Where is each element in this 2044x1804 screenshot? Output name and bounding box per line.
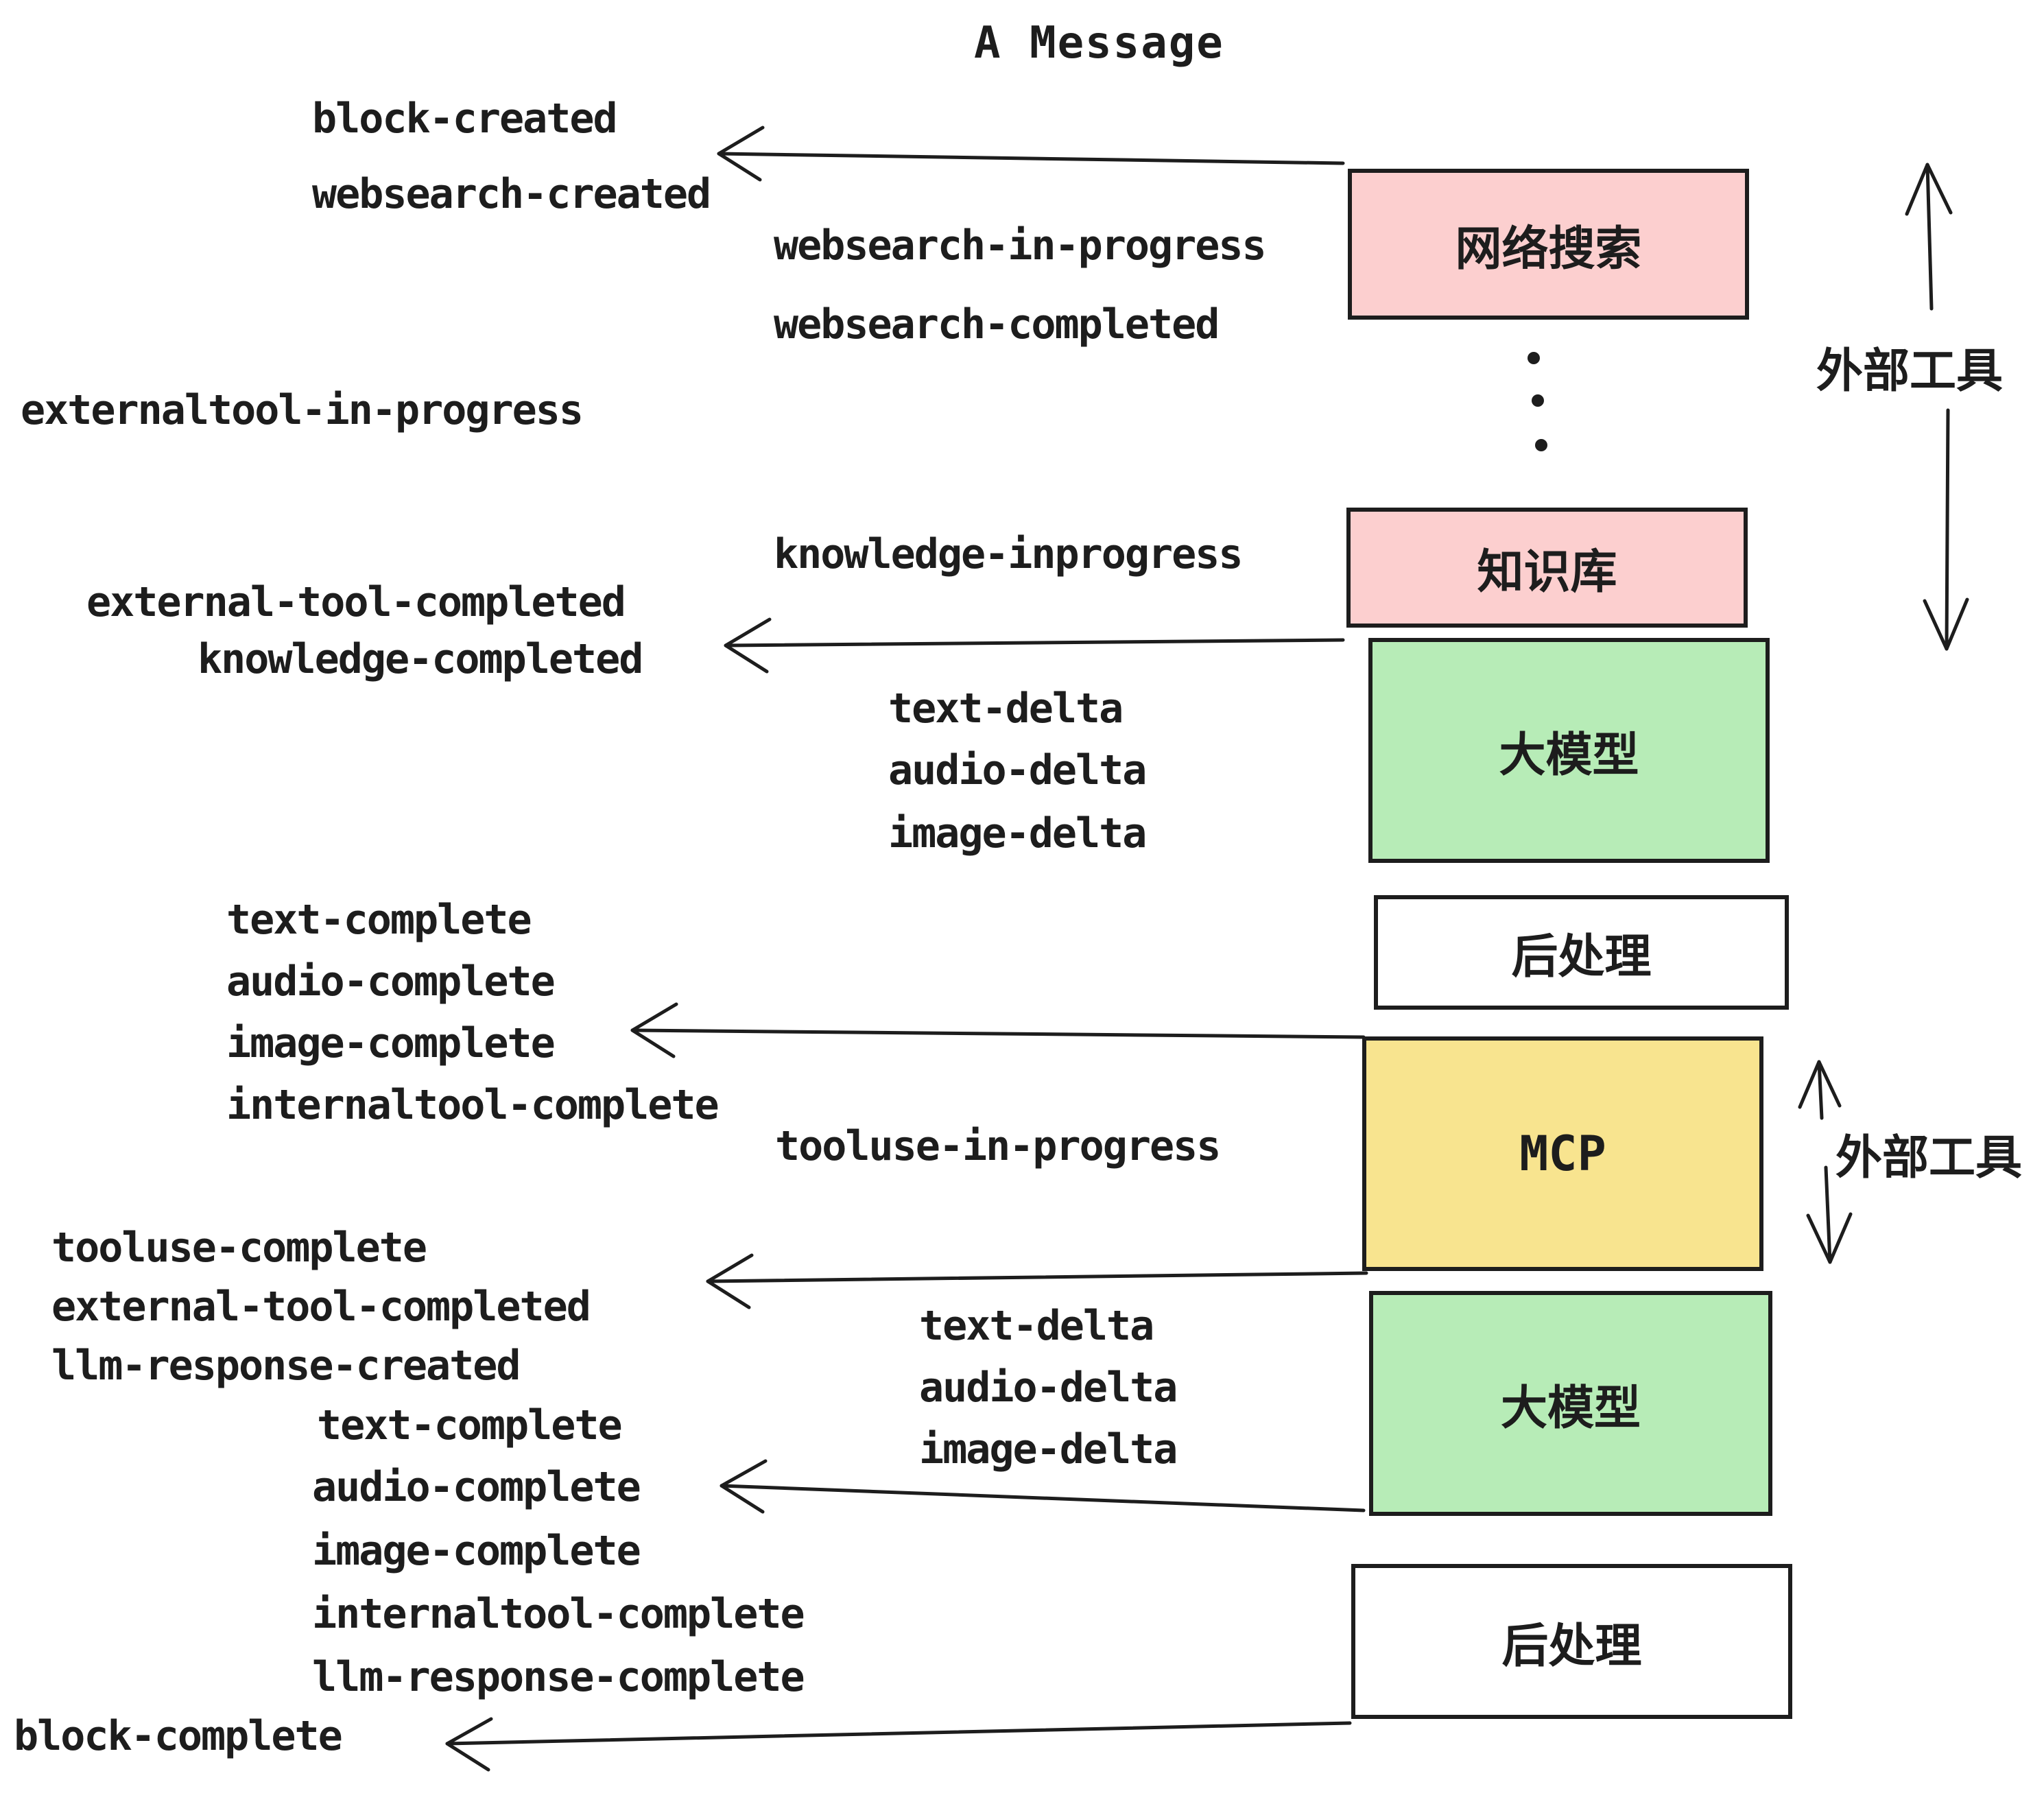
event-label-knowledge-completed: knowledge-completed bbox=[198, 635, 643, 683]
event-label-audio-complete-2: audio-complete bbox=[312, 1463, 641, 1511]
arrow-websearch-to-block-created bbox=[717, 126, 1345, 182]
event-label-audio-delta-1: audio-delta bbox=[888, 746, 1147, 794]
box-llm-top: 大模型 bbox=[1368, 638, 1770, 863]
event-label-audio-complete-1: audio-complete bbox=[226, 958, 556, 1006]
box-llm-top-label: 大模型 bbox=[1499, 728, 1639, 783]
event-label-text-complete-2: text-complete bbox=[317, 1401, 623, 1449]
box-mcp-label: MCP bbox=[1519, 1126, 1606, 1182]
event-label-text-complete-1: text-complete bbox=[226, 896, 532, 944]
diagram-title: A Message bbox=[974, 18, 1224, 69]
arrow-to-knowledge-completed bbox=[724, 617, 1345, 674]
box-llm-bottom: 大模型 bbox=[1369, 1291, 1772, 1516]
external-tools-up-arrow-bottom bbox=[1798, 1060, 1842, 1120]
event-label-text-delta-2: text-delta bbox=[919, 1302, 1154, 1350]
box-post-process-top-label: 后处理 bbox=[1511, 930, 1652, 984]
box-knowledge-base-label: 知识库 bbox=[1477, 545, 1617, 600]
event-label-image-delta-2: image-delta bbox=[919, 1425, 1178, 1473]
event-label-internaltool-complete-1: internaltool-complete bbox=[226, 1081, 720, 1129]
event-label-text-delta-1: text-delta bbox=[888, 685, 1124, 733]
box-web-search: 网络搜索 bbox=[1348, 169, 1749, 320]
box-web-search-label: 网络搜索 bbox=[1455, 222, 1642, 276]
external-tools-up-arrow-top bbox=[1905, 163, 1953, 311]
event-label-externaltool-in-progress: externaltool-in-progress bbox=[21, 386, 584, 434]
event-label-block-complete: block-complete bbox=[14, 1712, 343, 1760]
arrow-to-image-complete bbox=[630, 1002, 1366, 1058]
event-label-websearch-completed: websearch-completed bbox=[774, 300, 1220, 348]
box-post-process-bottom: 后处理 bbox=[1351, 1564, 1792, 1719]
event-label-knowledge-inprogress: knowledge-inprogress bbox=[774, 530, 1243, 578]
event-label-websearch-in-progress: websearch-in-progress bbox=[774, 222, 1267, 270]
box-post-process-bottom-label: 后处理 bbox=[1501, 1619, 1642, 1674]
external-tools-note-bottom: 外部工具 bbox=[1835, 1131, 2023, 1185]
arrow-to-tooluse-complete bbox=[706, 1253, 1368, 1309]
event-label-block-created: block-created bbox=[312, 95, 618, 143]
event-label-tooluse-in-progress: tooluse-in-progress bbox=[775, 1122, 1221, 1170]
event-label-tooluse-complete: tooluse-complete bbox=[51, 1224, 427, 1272]
ellipsis-dots bbox=[1528, 352, 1547, 451]
event-label-image-complete-1: image-complete bbox=[226, 1019, 556, 1067]
external-tools-note-top: 外部工具 bbox=[1816, 344, 2004, 399]
event-label-image-complete-2: image-complete bbox=[312, 1527, 641, 1575]
event-label-audio-delta-2: audio-delta bbox=[919, 1364, 1178, 1412]
box-post-process-top: 后处理 bbox=[1374, 895, 1789, 1010]
event-label-websearch-created: websearch-created bbox=[312, 170, 711, 218]
event-label-external-tool-completed-2: external-tool-completed bbox=[51, 1283, 591, 1331]
box-knowledge-base: 知识库 bbox=[1346, 508, 1748, 628]
box-mcp: MCP bbox=[1362, 1036, 1763, 1271]
arrow-to-block-complete bbox=[445, 1717, 1352, 1772]
external-tools-down-arrow-top bbox=[1923, 408, 1969, 651]
event-label-internaltool-complete-2: internaltool-complete bbox=[312, 1590, 805, 1638]
box-llm-bottom-label: 大模型 bbox=[1500, 1381, 1641, 1436]
event-label-llm-response-complete: llm-response-complete bbox=[312, 1653, 805, 1701]
event-label-llm-response-created: llm-response-created bbox=[51, 1342, 521, 1390]
event-label-external-tool-completed: external-tool-completed bbox=[86, 578, 626, 626]
event-label-image-delta-1: image-delta bbox=[888, 809, 1147, 857]
